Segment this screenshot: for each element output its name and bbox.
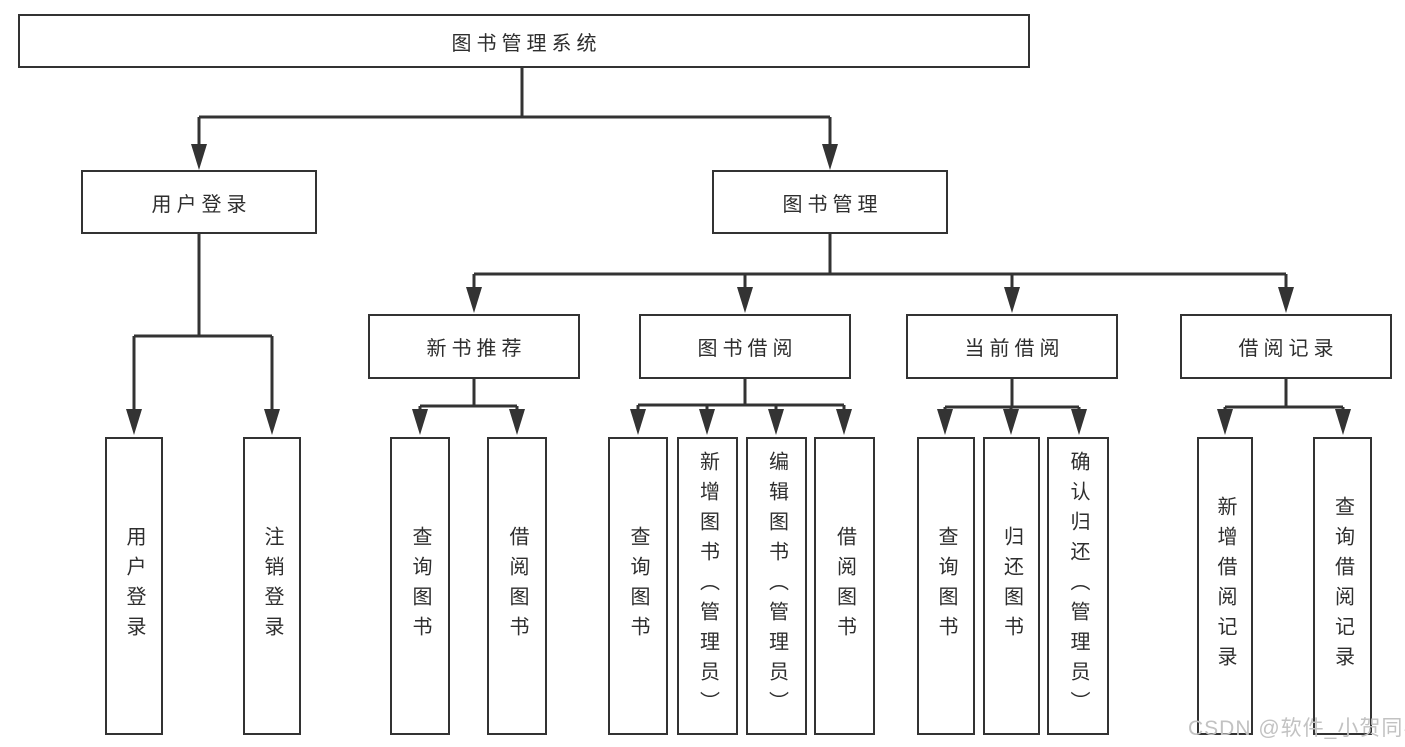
connector-path (472, 234, 1288, 291)
node-label: 查询图书 (935, 526, 957, 646)
arrowhead-down-icon (509, 409, 525, 435)
leaf-confirm-return-admin: 确认归还（管理员） (1047, 437, 1109, 735)
leaf-add-books-admin: 新增图书（管理员） (677, 437, 738, 735)
connector-path (636, 379, 846, 413)
leaf-edit-books-admin: 编辑图书（管理员） (746, 437, 807, 735)
node-label: 查询图书 (409, 526, 431, 646)
arrowhead-down-icon (1004, 287, 1020, 313)
leaf-add-borrow-record: 新增借阅记录 (1197, 437, 1253, 735)
node-book-management: 图书管理 (712, 170, 948, 234)
arrowhead-down-icon (191, 144, 207, 170)
connector-path (418, 379, 519, 413)
arrowhead-down-icon (1071, 409, 1087, 435)
connector-path (132, 234, 274, 413)
connector-root-to-level2 (191, 68, 838, 170)
connector-path (197, 68, 832, 148)
arrowhead-down-icon (466, 287, 482, 313)
node-label: 新增图书（管理员） (696, 451, 719, 721)
csdn-watermark: CSDN @软件_小贺同学 (1188, 717, 1405, 740)
node-label: 查询图书 (627, 526, 649, 646)
leaf-user-login: 用户登录 (105, 437, 163, 735)
connector-borrowing-records-to-leaves (1217, 379, 1351, 435)
node-book-borrowing: 图书借阅 (639, 314, 851, 379)
connector-path (1223, 379, 1345, 413)
node-label: 图书借阅 (697, 338, 798, 360)
connector-book-borrowing-to-leaves (630, 379, 852, 435)
node-label: 用户登录 (151, 193, 252, 216)
arrowhead-down-icon (822, 144, 838, 170)
connector-path (943, 379, 1081, 413)
node-label: 归还图书 (1000, 526, 1023, 646)
node-label: 编辑图书（管理员） (765, 451, 788, 721)
node-new-book-recommend: 新书推荐 (368, 314, 580, 379)
node-label: 借阅图书 (506, 526, 528, 646)
arrowhead-down-icon (1003, 409, 1019, 435)
leaf-borrow-books-recommend: 借阅图书 (487, 437, 547, 735)
arrowhead-down-icon (768, 409, 784, 435)
node-label: 借阅记录 (1238, 338, 1339, 360)
arrowhead-down-icon (630, 409, 646, 435)
node-borrowing-records: 借阅记录 (1180, 314, 1392, 379)
connector-user-login-to-leaves (126, 234, 280, 435)
leaf-query-books-current: 查询图书 (917, 437, 975, 735)
node-label: 图书管理系统 (451, 32, 602, 55)
arrowhead-down-icon (1217, 409, 1233, 435)
node-label: 借阅图书 (833, 526, 856, 646)
arrowhead-down-icon (737, 287, 753, 313)
node-label: 图书管理 (782, 193, 883, 216)
leaf-return-books: 归还图书 (983, 437, 1040, 735)
leaf-borrow-books: 借阅图书 (814, 437, 875, 735)
node-user-login: 用户登录 (81, 170, 317, 234)
arrowhead-down-icon (836, 409, 852, 435)
leaf-query-borrow-record: 查询借阅记录 (1313, 437, 1372, 735)
arrowhead-down-icon (937, 409, 953, 435)
connector-book-management-to-level3 (466, 234, 1294, 313)
leaf-query-books-recommend: 查询图书 (390, 437, 450, 735)
arrowhead-down-icon (1278, 287, 1294, 313)
node-current-borrowing: 当前借阅 (906, 314, 1118, 379)
node-label: 确认归还（管理员） (1067, 451, 1089, 721)
arrowhead-down-icon (264, 409, 280, 435)
node-label: 用户登录 (123, 526, 145, 646)
arrowhead-down-icon (126, 409, 142, 435)
arrowhead-down-icon (412, 409, 428, 435)
leaf-query-books-borrowing: 查询图书 (608, 437, 668, 735)
node-label: 注销登录 (261, 526, 283, 646)
connector-new-book-recommend-to-leaves (412, 379, 525, 435)
arrowhead-down-icon (1335, 409, 1351, 435)
arrowhead-down-icon (699, 409, 715, 435)
leaf-logout: 注销登录 (243, 437, 301, 735)
node-label: 当前借阅 (964, 338, 1065, 360)
node-library-management-system: 图书管理系统 (18, 14, 1030, 68)
node-label: 新书推荐 (426, 338, 527, 360)
node-label: 查询借阅记录 (1331, 496, 1354, 676)
node-label: 新增借阅记录 (1214, 496, 1236, 676)
connector-current-borrowing-to-leaves (937, 379, 1087, 435)
